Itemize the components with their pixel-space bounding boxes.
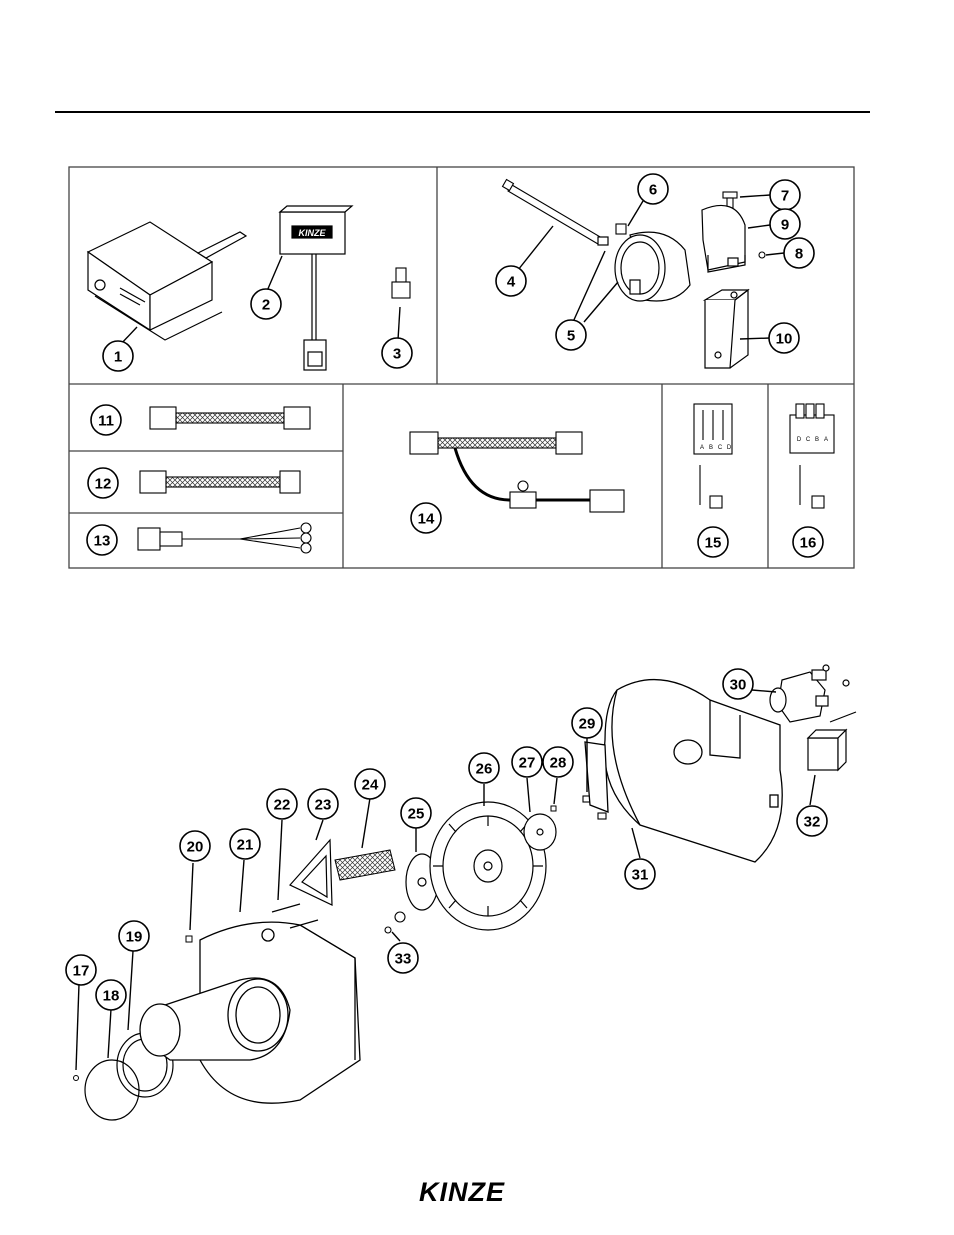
label-5: 5: [567, 328, 575, 345]
label-12: 12: [95, 476, 112, 493]
label-32: 32: [804, 814, 821, 831]
label-31: 31: [632, 867, 649, 884]
pin-letter: C: [806, 437, 811, 443]
label-21: 21: [237, 837, 254, 854]
label-24: 24: [362, 777, 379, 794]
label-19: 19: [126, 929, 143, 946]
label-13: 13: [94, 533, 111, 550]
label-16: 16: [800, 535, 817, 552]
label-28: 28: [550, 755, 567, 772]
label-3: 3: [393, 346, 401, 363]
pin-letter: B: [709, 445, 713, 451]
label-4: 4: [507, 274, 516, 291]
label-11: 11: [98, 413, 114, 430]
pin-letter: D: [727, 445, 732, 451]
label-1: 1: [114, 349, 122, 366]
label-33: 33: [395, 951, 412, 968]
pin-letter: C: [718, 445, 723, 451]
label-20: 20: [187, 839, 204, 856]
label-29: 29: [579, 716, 596, 733]
label-25: 25: [408, 806, 425, 823]
pin-letter: D: [797, 437, 802, 443]
kinze-logo: KINZE: [400, 1176, 525, 1206]
pin-letter: A: [824, 437, 828, 443]
logo-text: KINZE: [419, 1177, 505, 1206]
label-10: 10: [776, 331, 793, 348]
pin-letter: A: [700, 445, 704, 451]
label-22: 22: [274, 797, 291, 814]
label-8: 8: [795, 246, 803, 263]
label-17: 17: [73, 963, 90, 980]
label-23: 23: [315, 797, 332, 814]
label-27: 27: [519, 755, 536, 772]
pin-letter: B: [815, 437, 819, 443]
label-18: 18: [103, 988, 120, 1005]
label-26: 26: [476, 761, 493, 778]
label-2: 2: [262, 297, 270, 314]
label-6: 6: [649, 182, 657, 199]
label-14: 14: [418, 511, 435, 528]
label-7: 7: [781, 188, 789, 205]
label-30: 30: [730, 677, 747, 694]
label-9: 9: [781, 217, 789, 234]
label-15: 15: [705, 535, 722, 552]
